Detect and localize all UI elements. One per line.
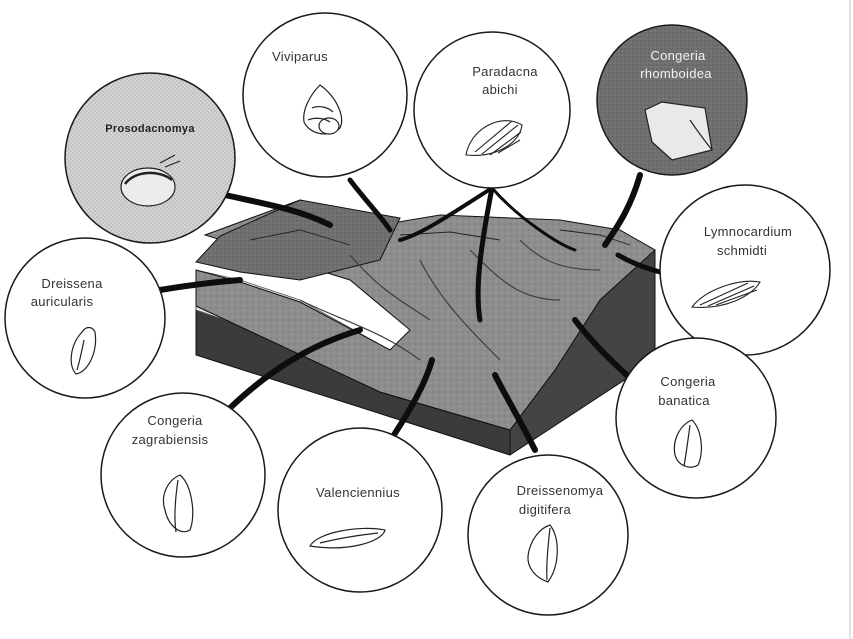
bubble-label: Prosodacnomya — [105, 123, 195, 135]
bubble-label: Valenciennius — [316, 485, 400, 500]
bubble-label-line-2: banatica — [658, 393, 710, 408]
bubble-dreissenomya: Dreissenomya digitifera — [468, 455, 628, 615]
bubble-congeria-rhomboidea: Congeria rhomboidea — [597, 25, 747, 175]
bubble-label-line-1: Dreissenomya — [517, 483, 604, 498]
bubble-label-line-1: Dreissena — [41, 276, 103, 291]
bubble-lymnocardium: Lymnocardium schmidti — [660, 185, 830, 355]
bubble-paradacna: Paradacna abichi — [414, 32, 570, 188]
bubble-prosodacnomya: Prosodacnomya — [65, 73, 235, 243]
bubble-label-line-1: Congeria — [650, 48, 706, 63]
bubble-viviparus: Viviparus — [243, 13, 407, 177]
bubble-label-line-1: Congeria — [660, 374, 716, 389]
bubble-label-line-2: rhomboidea — [640, 66, 712, 81]
bubble-label-line-2: zagrabiensis — [132, 432, 209, 447]
bubble-label-line-1: Lymnocardium — [704, 224, 792, 239]
bubble-label: Viviparus — [272, 49, 328, 64]
bubble-label-line-1: Paradacna — [472, 64, 538, 79]
bubble-dreissena: Dreissena auricularis — [5, 238, 165, 398]
bubble-congeria-zagrabiensis: Congeria zagrabiensis — [101, 393, 265, 557]
bubble-label-line-2: auricularis — [31, 294, 94, 309]
landscape-block — [196, 200, 655, 455]
bubble-label-line-2: abichi — [482, 82, 518, 97]
bubble-label-line-2: digitifera — [519, 502, 572, 517]
bubble-label-line-1: Congeria — [147, 413, 203, 428]
bubble-valenciennius: Valenciennius — [278, 428, 442, 592]
bubble-label-line-2: schmidti — [717, 243, 767, 258]
bubble-congeria-banatica: Congeria banatica — [616, 338, 776, 498]
